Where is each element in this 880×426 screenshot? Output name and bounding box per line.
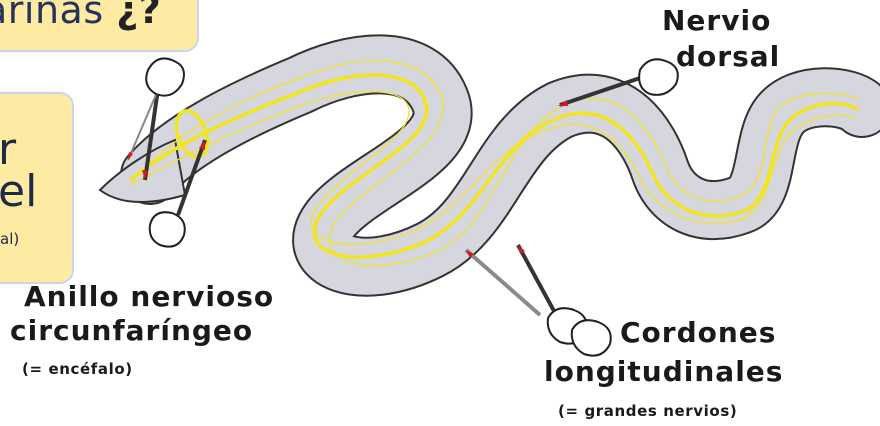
side-text-line2: el: [0, 166, 38, 217]
side-text-line3: al): [0, 230, 20, 248]
title-box: arinas ¿?: [0, 0, 199, 52]
side-box: [0, 92, 74, 284]
title-question-mark: ¿?: [116, 0, 162, 32]
label-cordones-line2: longitudinales: [544, 355, 784, 388]
label-cordones-line1: Cordones: [620, 316, 777, 349]
nerve-cords: [128, 60, 861, 267]
label-anillo-line2: circunfaríngeo: [10, 314, 254, 347]
label-nervio-dorsal-line1: Nervio: [662, 4, 772, 37]
hand-icon: [145, 57, 679, 357]
worm-body: [98, 34, 880, 297]
label-anillo-note: (= encéfalo): [22, 360, 133, 378]
label-cordones-note: (= grandes nervios): [558, 402, 738, 420]
side-text-line1: r: [0, 124, 17, 175]
title-word: arinas: [0, 0, 104, 32]
label-anillo-line1: Anillo nervioso: [24, 280, 275, 313]
label-nervio-dorsal-line2: dorsal: [676, 40, 781, 73]
title-text: arinas ¿?: [0, 0, 161, 32]
